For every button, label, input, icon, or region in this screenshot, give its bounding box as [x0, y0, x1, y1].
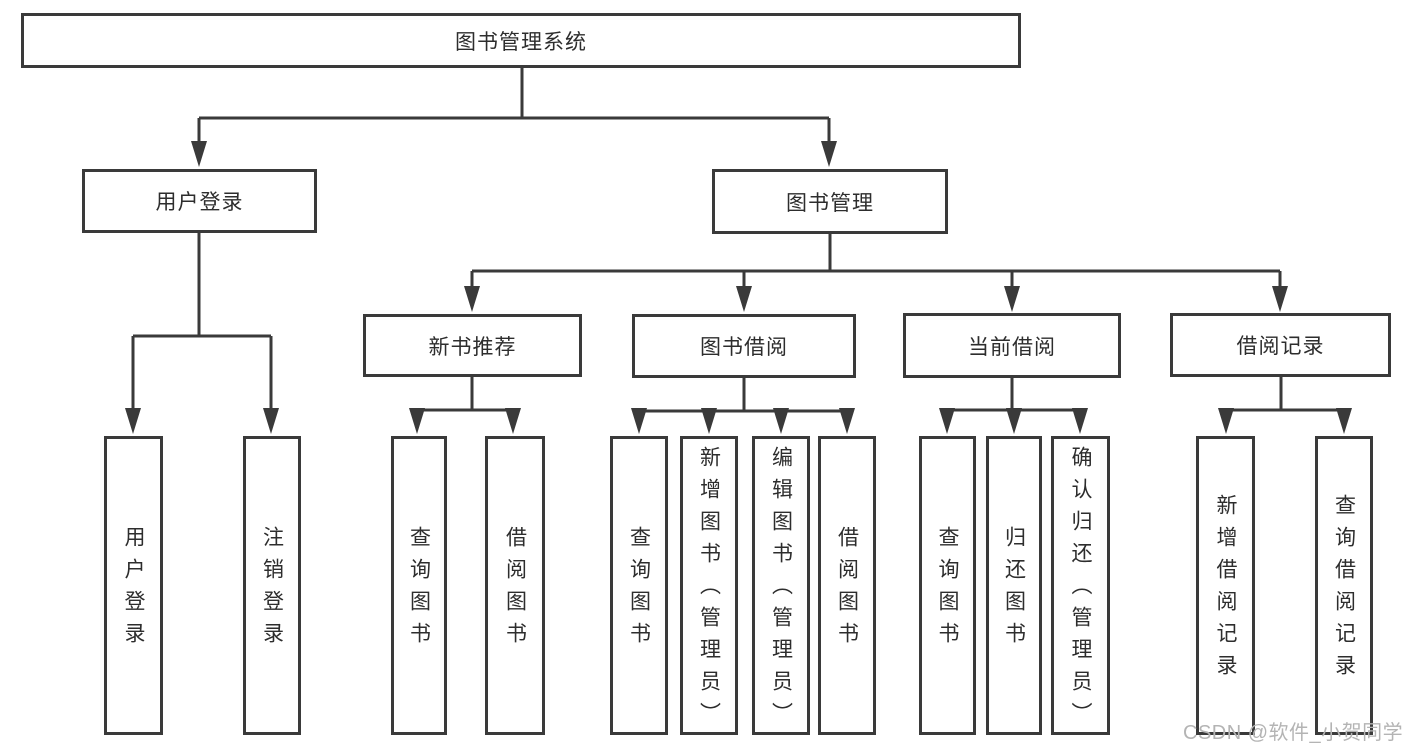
connector-book-borrow-to-leaves — [637, 378, 849, 414]
connector-book-management-to-level3 — [470, 234, 1282, 289]
node-current-borrowing-label: 当前借阅 — [968, 335, 1056, 359]
arrowheads — [125, 141, 1352, 434]
leaf-borrow-books: 借阅图书 — [818, 436, 876, 735]
node-new-book-recommend: 新书推荐 — [363, 314, 582, 377]
connector-new-book-to-leaves — [415, 377, 515, 414]
connector-user-login-to-leaves — [131, 233, 273, 412]
leaf-confirm-return-admin: 确认归还（管理员） — [1051, 436, 1110, 735]
node-root: 图书管理系统 — [21, 13, 1021, 68]
leaf-current-query-books: 查询图书 — [919, 436, 976, 735]
leaf-edit-books-admin: 编辑图书（管理员） — [752, 436, 810, 735]
leaf-newbook-borrow-books: 借阅图书 — [485, 436, 545, 735]
node-user-login-label: 用户登录 — [155, 191, 244, 214]
leaf-add-borrow-record: 新增借阅记录 — [1196, 436, 1255, 735]
node-root-label: 图书管理系统 — [455, 30, 587, 54]
leaf-borrowing-query-books: 查询图书 — [610, 436, 668, 735]
node-book-management-label: 图书管理 — [786, 191, 874, 215]
leaf-logout-login: 注销登录 — [243, 436, 301, 735]
leaf-add-borrow-record-label: 新增借阅记录 — [1214, 493, 1237, 686]
leaf-user-login-label: 用户登录 — [122, 525, 145, 654]
leaf-add-books-admin-label: 新增图书（管理员） — [697, 445, 721, 734]
leaf-borrow-books-label: 借阅图书 — [835, 525, 859, 654]
node-borrowing-records: 借阅记录 — [1170, 313, 1391, 377]
node-current-borrowing: 当前借阅 — [903, 313, 1121, 378]
connector-root-to-level2 — [197, 68, 831, 144]
node-user-login: 用户登录 — [82, 169, 317, 233]
node-new-book-recommend-label: 新书推荐 — [428, 335, 517, 359]
leaf-newbook-query-books-label: 查询图书 — [407, 525, 431, 654]
watermark-text: CSDN @软件_小贺同学 — [1183, 722, 1404, 744]
leaf-current-query-books-label: 查询图书 — [936, 525, 959, 654]
leaf-borrowing-query-books-label: 查询图书 — [627, 525, 651, 654]
node-borrowing-records-label: 借阅记录 — [1236, 335, 1325, 358]
connector-borrow-records-to-leaves — [1224, 377, 1346, 414]
leaf-query-borrow-record: 查询借阅记录 — [1315, 436, 1373, 735]
node-book-borrowing-label: 图书借阅 — [700, 336, 788, 359]
leaf-newbook-borrow-books-label: 借阅图书 — [503, 525, 527, 654]
leaf-edit-books-admin-label: 编辑图书（管理员） — [769, 445, 793, 734]
node-book-borrowing: 图书借阅 — [632, 314, 856, 378]
leaf-user-login: 用户登录 — [104, 436, 163, 735]
leaf-confirm-return-admin-label: 确认归还（管理员） — [1069, 445, 1092, 734]
leaf-logout-login-label: 注销登录 — [260, 525, 284, 654]
leaf-add-books-admin: 新增图书（管理员） — [680, 436, 738, 735]
leaf-newbook-query-books: 查询图书 — [391, 436, 447, 735]
leaf-return-books: 归还图书 — [986, 436, 1042, 735]
node-book-management: 图书管理 — [712, 169, 948, 234]
leaf-return-books-label: 归还图书 — [1002, 525, 1026, 654]
leaf-query-borrow-record-label: 查询借阅记录 — [1332, 493, 1356, 686]
